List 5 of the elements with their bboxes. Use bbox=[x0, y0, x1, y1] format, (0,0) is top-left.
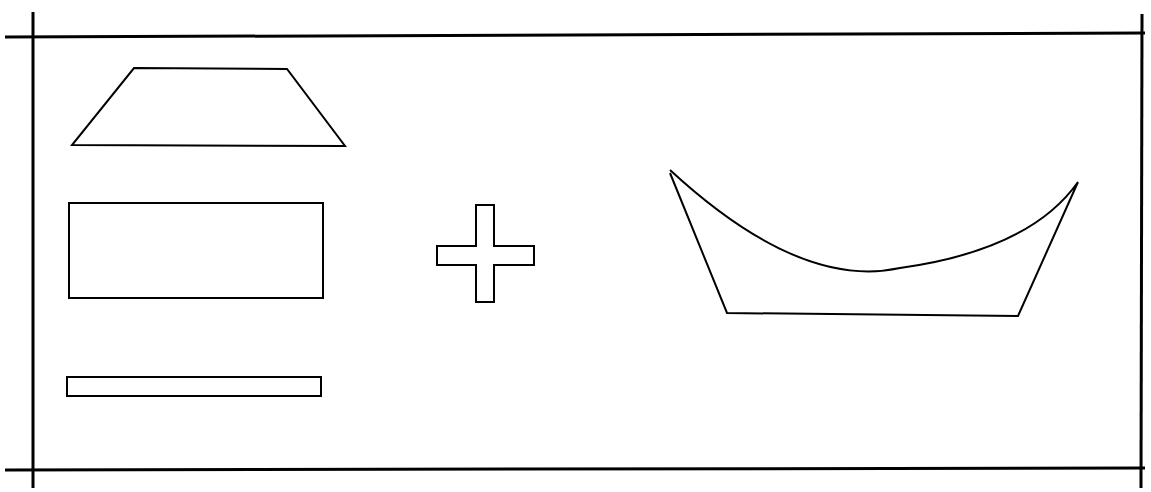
plus-sign bbox=[436, 204, 535, 303]
curved-basin-shape bbox=[669, 169, 1079, 317]
bar-shape bbox=[66, 376, 322, 397]
trapezoid-shape bbox=[69, 67, 347, 147]
rectangle-shape bbox=[68, 202, 324, 299]
